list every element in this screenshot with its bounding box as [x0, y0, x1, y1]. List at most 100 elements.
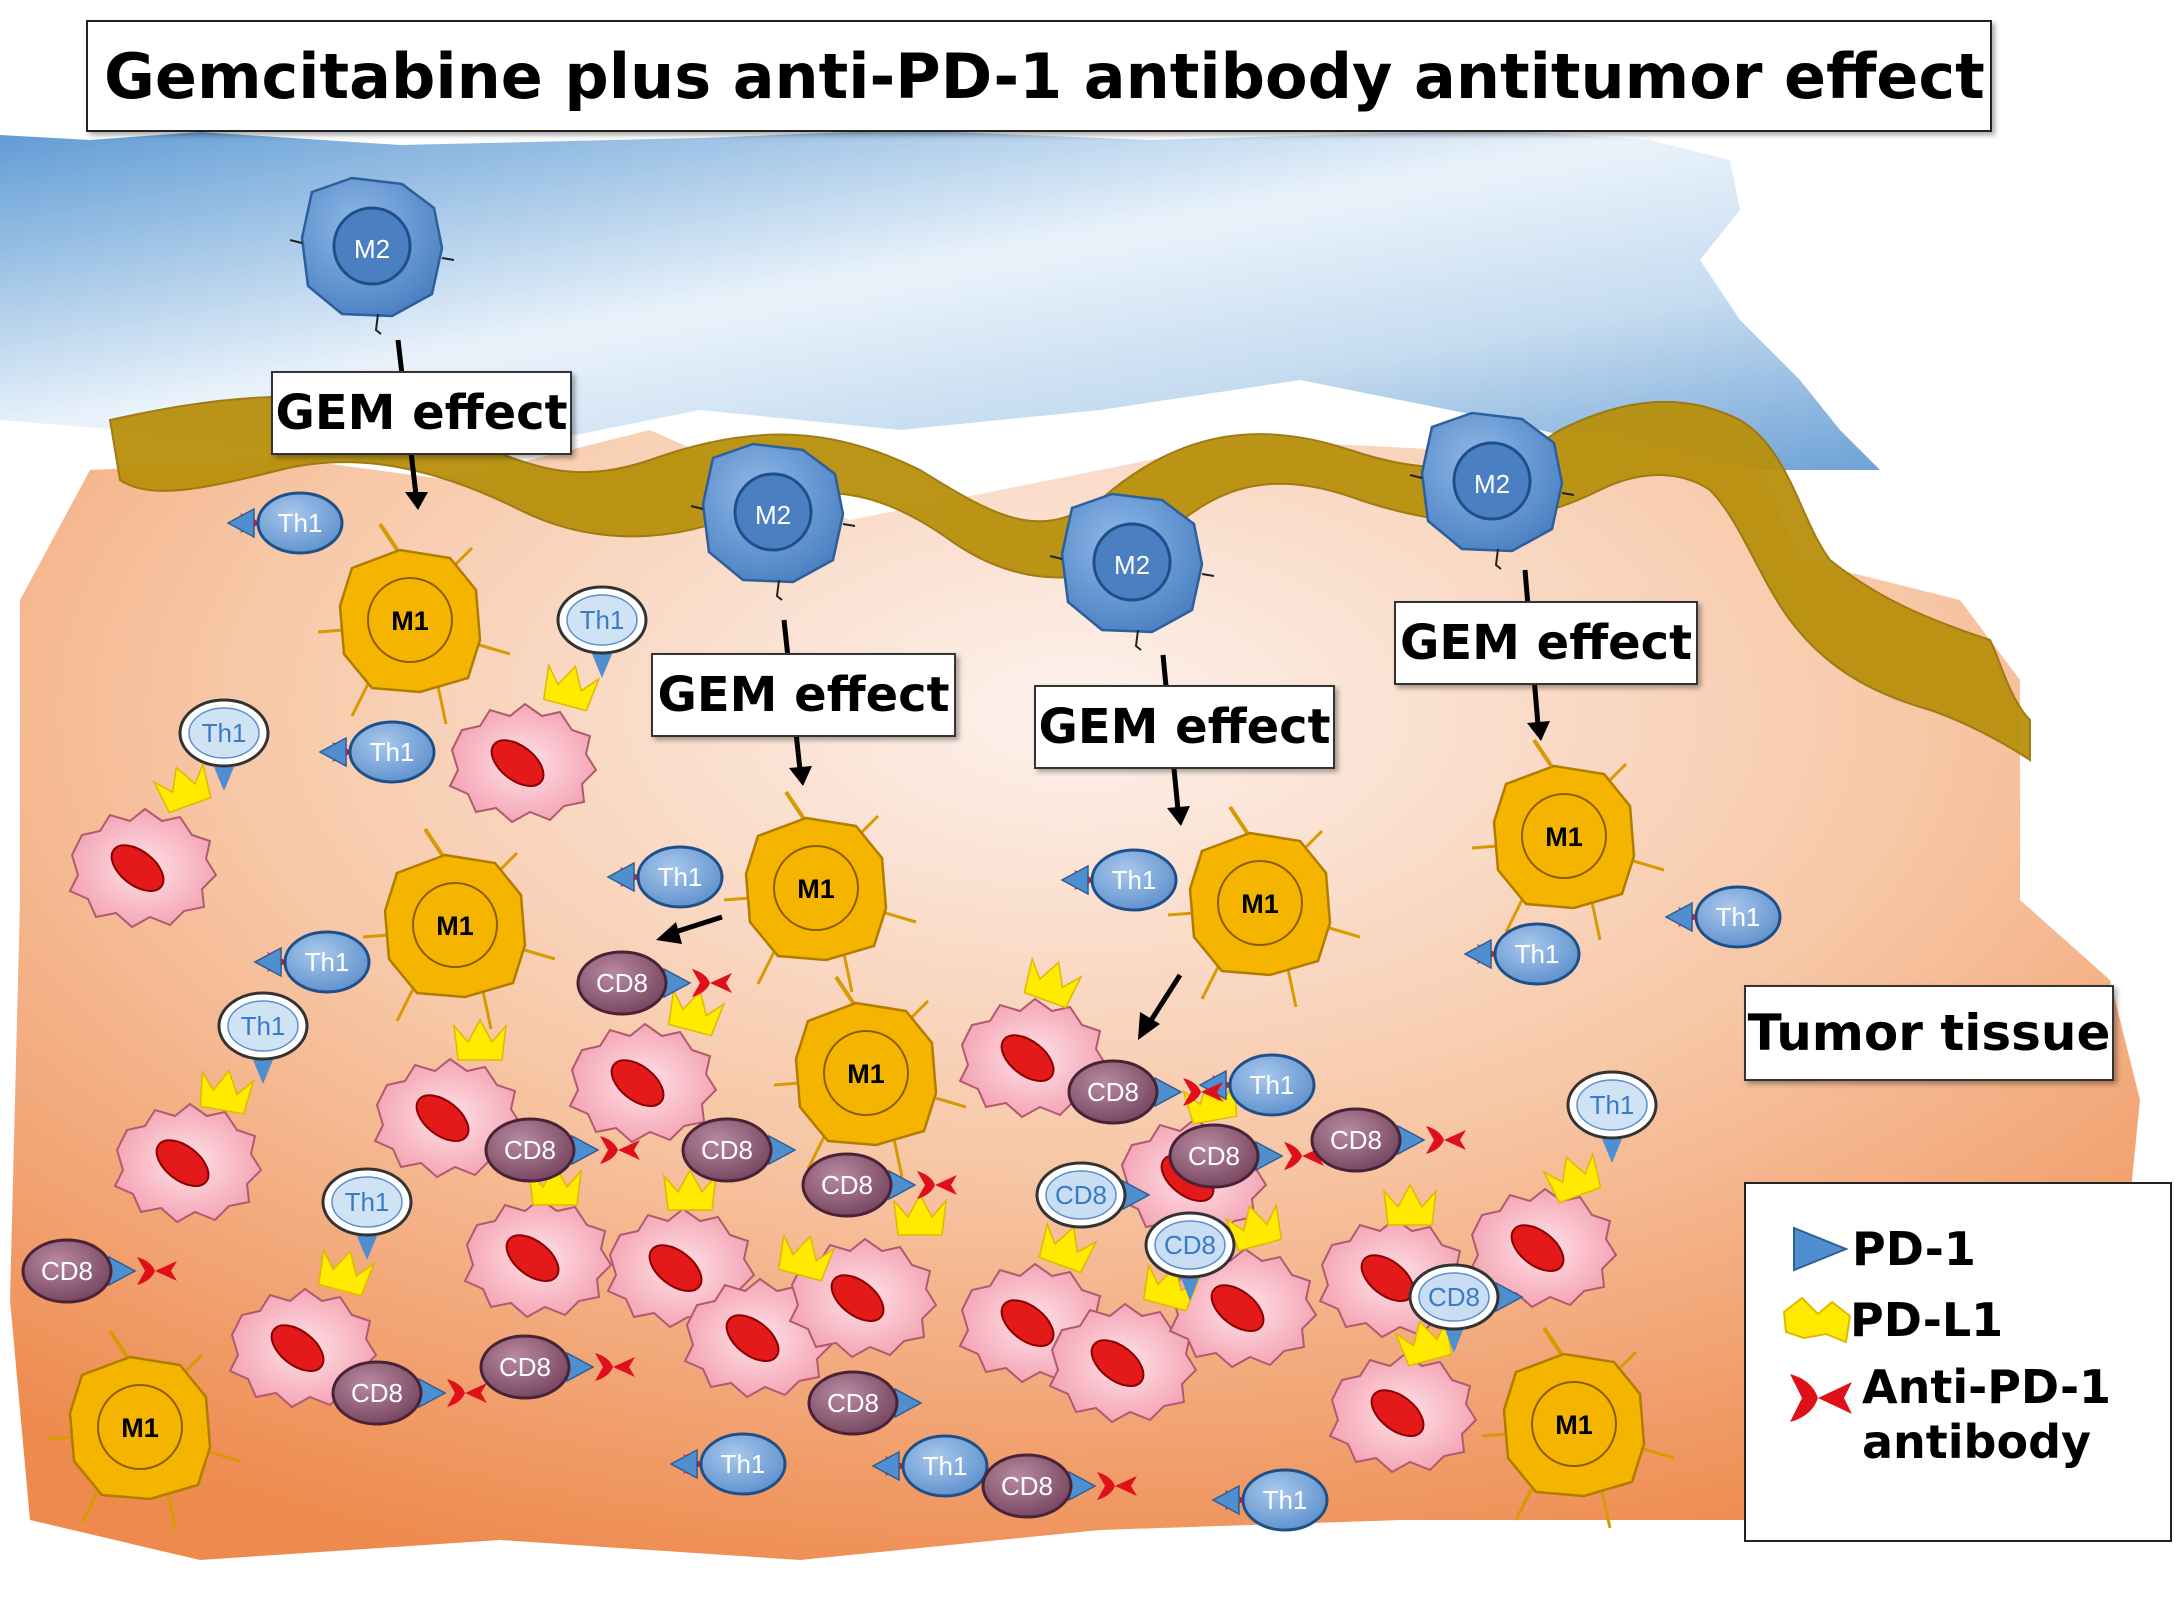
svg-text:Th1: Th1 — [1716, 902, 1761, 932]
svg-text:M2: M2 — [1474, 469, 1510, 499]
svg-text:CD8: CD8 — [1330, 1125, 1382, 1155]
cd8-cell-white: CD8 — [1035, 1161, 1150, 1229]
cd8-cell: CD8 — [576, 950, 732, 1016]
legend-label: PD-1 — [1852, 1222, 1976, 1276]
m1-to-cd8-arrow — [671, 914, 723, 936]
m1-cell: M1 — [722, 790, 918, 994]
m1-to-cd8-arrow — [1147, 973, 1183, 1024]
pd1-icon — [1793, 1226, 1849, 1272]
svg-text:CD8: CD8 — [1188, 1141, 1240, 1171]
m1-cell: M1 — [46, 1329, 242, 1533]
cd8-cell: CD8 — [484, 1117, 640, 1183]
pdl1-icon — [1782, 1296, 1852, 1344]
cd8-cell: CD8 — [801, 1152, 957, 1218]
th1-cell-white: Th1 — [1566, 1070, 1658, 1163]
gem-effect-label: GEM effect — [1034, 685, 1335, 769]
cd8-cell: CD8 — [681, 1117, 796, 1183]
svg-text:Th1: Th1 — [241, 1011, 286, 1041]
m1-cell: M1 — [316, 522, 512, 726]
cd8-cell-white: CD8 — [1408, 1263, 1523, 1353]
svg-text:M2: M2 — [354, 234, 390, 264]
legend-item-pdl1: PD-L1 — [1776, 1292, 2003, 1348]
legend-label: PD-L1 — [1850, 1293, 2004, 1347]
svg-text:M1: M1 — [797, 874, 835, 904]
legend-item-pd1: PD-1 — [1790, 1222, 1976, 1276]
m2-cell: M2 — [689, 442, 857, 602]
m1-cell: M1 — [1166, 805, 1362, 1009]
th1-cells: Th1 Th1 Th1 Th1 Th1 — [227, 491, 1782, 1532]
th1-cell: Th1 — [607, 845, 724, 909]
svg-text:CD8: CD8 — [1428, 1282, 1480, 1312]
legend-label: Anti-PD-1 — [1862, 1360, 2112, 1414]
th1-cell-white: Th1 — [178, 698, 270, 791]
th1-cell: Th1 — [670, 1432, 787, 1496]
svg-text:Th1: Th1 — [1250, 1070, 1295, 1100]
th1-cell: Th1 — [1464, 922, 1581, 986]
cd8-inactive-cells: CD8 CD8 CD8 — [1035, 1161, 1523, 1353]
svg-text:Th1: Th1 — [1263, 1485, 1308, 1515]
m1-cell: M1 — [772, 975, 968, 1179]
svg-text:Th1: Th1 — [923, 1451, 968, 1481]
svg-text:Th1: Th1 — [345, 1187, 390, 1217]
cd8-cell: CD8 — [807, 1370, 922, 1436]
svg-text:Th1: Th1 — [658, 862, 703, 892]
svg-text:Th1: Th1 — [721, 1449, 766, 1479]
legend-item-antibody: Anti-PD-1 antibody — [1786, 1360, 2111, 1470]
svg-text:CD8: CD8 — [1055, 1180, 1107, 1210]
m2-cell: M2 — [288, 176, 456, 336]
svg-text:CD8: CD8 — [1001, 1471, 1053, 1501]
legend-label: antibody — [1862, 1415, 2091, 1470]
cd8-cell: CD8 — [331, 1360, 487, 1426]
th1-cell-white: Th1 — [321, 1167, 413, 1260]
cd8-cell: CD8 — [1310, 1107, 1466, 1173]
cd8-cell: CD8 — [21, 1238, 177, 1304]
m2-macrophages: M2 M2 M2 M2 — [288, 176, 1576, 652]
svg-text:M1: M1 — [121, 1413, 159, 1443]
svg-text:M1: M1 — [1241, 889, 1279, 919]
th1-cell: Th1 — [254, 930, 371, 994]
cd8-cell: CD8 — [479, 1334, 635, 1400]
anti-pd1-antibody-icon — [1790, 1374, 1852, 1422]
svg-text:Th1: Th1 — [305, 947, 350, 977]
m2-cell: M2 — [1408, 411, 1576, 571]
tumor-tissue-label: Tumor tissue — [1744, 985, 2114, 1081]
svg-text:CD8: CD8 — [827, 1388, 879, 1418]
svg-text:CD8: CD8 — [1164, 1230, 1216, 1260]
legend: PD-1 PD-L1 Anti-PD-1 antibody — [1744, 1182, 2172, 1542]
svg-text:M1: M1 — [1545, 822, 1583, 852]
cd8-cells: CD8 CD8 CD8 CD8 CD8 CD — [21, 950, 1466, 1519]
th1-cell: Th1 — [227, 491, 344, 555]
cd8-cell-white: CD8 — [1144, 1211, 1236, 1301]
th1-cell-white: Th1 — [217, 991, 309, 1084]
gem-effect-label: GEM effect — [651, 653, 956, 737]
m2-cell: M2 — [1048, 492, 1216, 652]
svg-text:M1: M1 — [847, 1059, 885, 1089]
th1-cell: Th1 — [1665, 885, 1782, 949]
svg-text:CD8: CD8 — [701, 1135, 753, 1165]
gem-effect-label: GEM effect — [1394, 601, 1698, 685]
svg-text:Th1: Th1 — [1590, 1090, 1635, 1120]
th1-cell: Th1 — [1061, 848, 1178, 912]
th1-inactive-cells: Th1 Th1 Th1 Th1 Th1 — [178, 585, 1658, 1260]
svg-text:CD8: CD8 — [41, 1256, 93, 1286]
m1-macrophages: M1 M1 M1 M1 M1 M1 M1 M1 — [46, 522, 1676, 1533]
svg-text:Th1: Th1 — [580, 605, 625, 635]
diagram-title: Gemcitabine plus anti-PD-1 antibody anti… — [86, 20, 1992, 132]
svg-text:M2: M2 — [1114, 550, 1150, 580]
svg-text:CD8: CD8 — [351, 1378, 403, 1408]
cd8-cell: CD8 — [981, 1453, 1137, 1519]
svg-text:Th1: Th1 — [370, 737, 415, 767]
gem-effect-label: GEM effect — [271, 371, 572, 455]
th1-cell: Th1 — [1199, 1053, 1316, 1117]
svg-text:Th1: Th1 — [202, 718, 247, 748]
svg-text:CD8: CD8 — [499, 1352, 551, 1382]
svg-text:CD8: CD8 — [596, 968, 648, 998]
svg-text:M2: M2 — [755, 500, 791, 530]
th1-cell: Th1 — [319, 720, 436, 784]
cd8-cell: CD8 — [1067, 1059, 1223, 1125]
th1-cell: Th1 — [872, 1434, 989, 1498]
svg-text:Th1: Th1 — [278, 508, 323, 538]
svg-text:M1: M1 — [391, 606, 429, 636]
svg-text:M1: M1 — [436, 911, 474, 941]
svg-text:M1: M1 — [1555, 1410, 1593, 1440]
